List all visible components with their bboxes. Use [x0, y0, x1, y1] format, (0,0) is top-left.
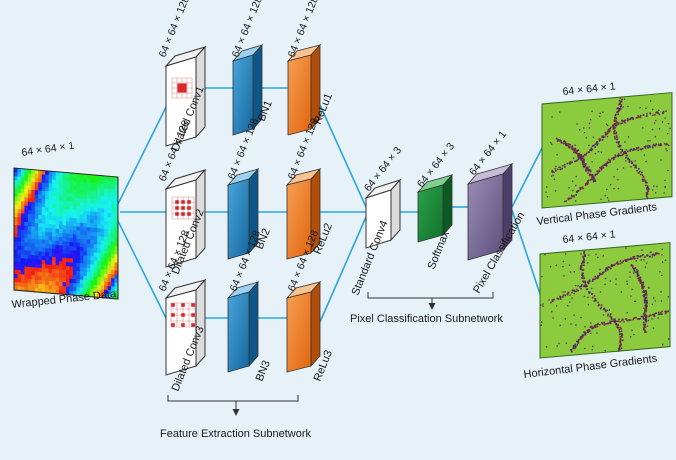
pixel-classification-subnetwork-label: Pixel Classification Subnetwork [350, 313, 503, 325]
pixel-classification-blocks: 64 × 64 × 3 Standard Conv4 64 × 64 × 3 S… [350, 128, 528, 297]
feature-extraction-bracket: Feature Extraction Subnetwork [160, 395, 312, 440]
output-vertical: 64 × 64 × 1 Vertical Phase Gradients [536, 80, 673, 228]
pixel-classification-block [466, 162, 514, 261]
feature-extraction-label: Feature Extraction Subnetwork [160, 428, 312, 440]
bn1-block [231, 43, 264, 136]
relu2-block [285, 167, 322, 260]
pixel-classification-bracket: Pixel Classification Subnetwork [350, 292, 503, 325]
dilated-conv2-block [164, 168, 207, 268]
kernel-grid-3 [170, 302, 196, 328]
dilated-conv3-block [164, 278, 207, 376]
horizontal-dim-label: 64 × 64 × 1 [562, 228, 616, 246]
output-horizontal: 64 × 64 × 1 Horizontal Phase Gradients [523, 228, 671, 381]
horizontal-gradient-map [539, 242, 671, 359]
bn2-block [226, 167, 260, 260]
input-dim-label: 64 × 64 × 1 [21, 140, 75, 159]
branch-3: 64 × 64 × 128 Dilated Conv3 64 × 64 × 12… [157, 228, 335, 393]
conn-relu1-conv4 [319, 104, 367, 208]
conv1-dim-label: 64 × 64 × 128 [157, 0, 192, 59]
wrapped-phase-map [13, 167, 119, 300]
dilated-conv1-block [164, 45, 207, 147]
bn3-block [226, 280, 260, 373]
connector-lines [114, 87, 543, 323]
vertical-dim-label: 64 × 64 × 1 [562, 80, 616, 98]
relu3-block [285, 280, 322, 373]
kernel-grid-1 [171, 77, 193, 99]
conn-pixel-horizontal [511, 209, 543, 301]
bn3-label: BN3 [254, 359, 273, 383]
relu1-block [286, 43, 322, 136]
standard-conv4-block [364, 178, 402, 249]
vertical-gradient-map [541, 92, 673, 209]
conn-pixel-vertical [511, 147, 543, 208]
input-wrapped-phase: 64 × 64 × 1 Wrapped Phase Data [11, 140, 119, 311]
conn-input-conv1 [114, 106, 167, 211]
conn-relu3-conv4 [319, 216, 367, 323]
conn-input-conv3 [114, 214, 167, 319]
kernel-grid-2 [171, 196, 195, 220]
softmax-block [416, 173, 454, 243]
